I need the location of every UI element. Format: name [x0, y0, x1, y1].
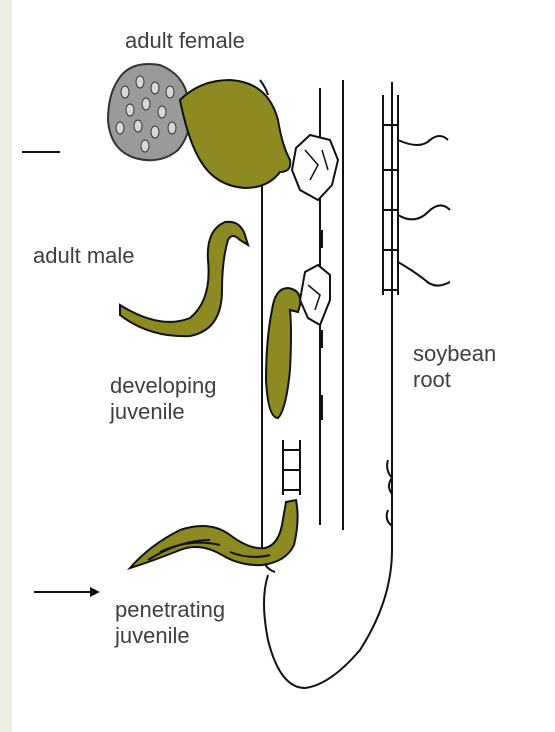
label-soybean-root: soybean root: [413, 341, 496, 393]
penetrating-juvenile-body: [130, 500, 298, 568]
adult-female-body: [180, 80, 290, 188]
ladder-cells: [283, 440, 300, 495]
developing-juvenile-body: [266, 288, 300, 418]
syncytium-upper: [292, 135, 338, 200]
label-developing-juvenile: developing juvenile: [110, 373, 216, 425]
label-penetrating-juvenile: penetrating juvenile: [115, 597, 225, 649]
label-adult-male: adult male: [33, 243, 135, 269]
arrow-head: [90, 587, 100, 597]
label-penetrating-line1: penetrating: [115, 597, 225, 623]
label-penetrating-line2: juvenile: [115, 623, 225, 649]
epidermis-cells: [383, 95, 450, 526]
label-developing-line1: developing: [110, 373, 216, 399]
label-soybean-line2: root: [413, 367, 496, 393]
adult-male-body: [120, 222, 248, 336]
syncytium-lower: [300, 265, 330, 325]
label-soybean-line1: soybean: [413, 341, 496, 367]
label-developing-line2: juvenile: [110, 399, 216, 425]
label-adult-female: adult female: [125, 28, 245, 54]
left-margin-band: [0, 0, 12, 732]
